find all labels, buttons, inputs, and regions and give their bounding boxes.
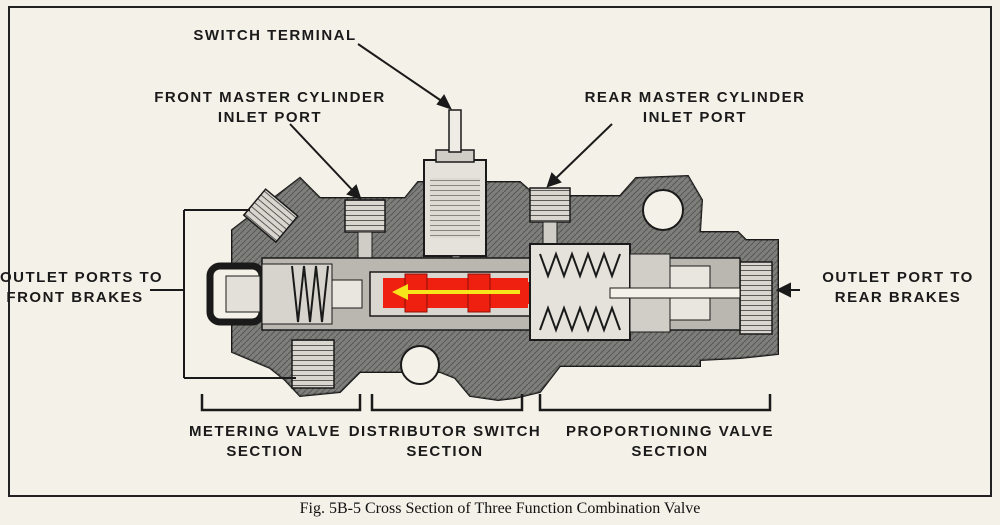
figure-caption: Fig. 5B-5 Cross Section of Three Functio… (299, 500, 701, 517)
section-brackets (200, 394, 772, 412)
rear-inlet-port (529, 187, 571, 223)
mounting-hole-top (642, 189, 684, 231)
front-outlet-port-lower (291, 339, 335, 389)
rear-outlet-port (739, 261, 773, 335)
metering-spring (291, 265, 329, 323)
proportioning-spring-top (539, 251, 621, 279)
switch-terminal-label: SWITCH TERMINAL (193, 27, 357, 44)
leader-lines (150, 43, 800, 379)
proportioning-spring-bottom (539, 305, 621, 333)
switch-terminal-post (448, 109, 462, 153)
front-inlet-port (344, 199, 386, 233)
mounting-hole-bottom (400, 345, 440, 385)
figure-frame (8, 6, 992, 497)
front-outlet-port-upper (242, 188, 299, 244)
